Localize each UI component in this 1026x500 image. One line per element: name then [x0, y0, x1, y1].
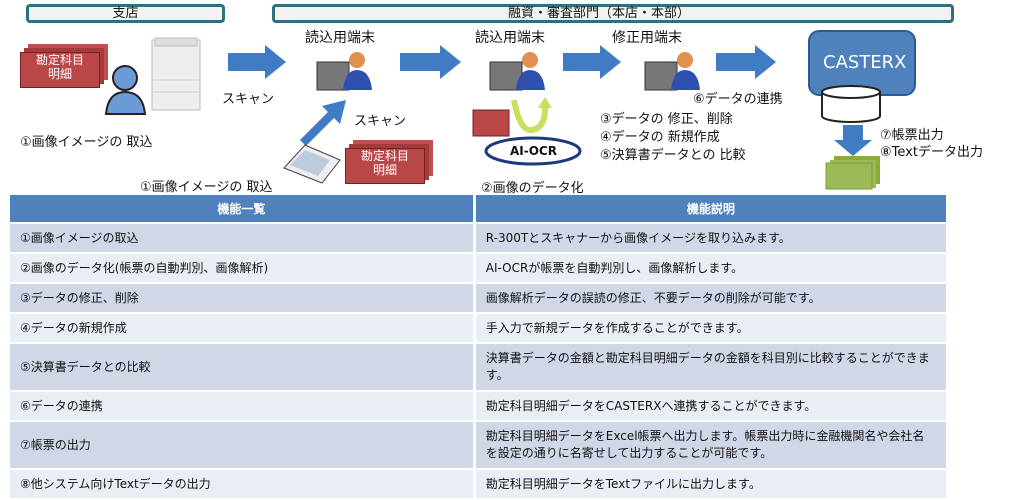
- step5-label: ⑤決算書データとの 比較: [600, 148, 746, 163]
- column-header-function: 機能一覧: [10, 195, 473, 222]
- function-description-cell: 画像解析データの誤読の修正、不要データの削除が可能です。: [475, 284, 946, 312]
- function-description-cell: 勘定科目明細データをCASTERXへ連携することができます。: [475, 392, 946, 420]
- arrow-icon: [716, 45, 776, 79]
- ocr-cycle-arrow-icon: [511, 99, 548, 134]
- table-row: ⑦帳票の出力勘定科目明細データをExcel帳票へ出力します。帳票出力時に金融機関…: [10, 422, 946, 468]
- function-description-cell: 手入力で新規データを作成することができます。: [475, 314, 946, 342]
- casterx-label: CASTERX: [823, 52, 907, 73]
- arrow-icon: [400, 45, 461, 79]
- table-row: ④データの新規作成手入力で新規データを作成することができます。: [10, 314, 946, 342]
- pc-user-icon: [644, 52, 700, 91]
- table-row: ⑧他システム向けTextデータの出力勘定科目明細データをTextファイルに出力し…: [10, 470, 946, 498]
- table-row: ⑤決算書データとの比較決算書データの金額と勘定科目明細データの金額を科目別に比較…: [10, 344, 946, 390]
- step8-label: ⑧Textデータ出力: [880, 145, 983, 160]
- step1-label: ①画像イメージの 取込: [20, 135, 153, 150]
- terminal-read-label: 読込用端末: [475, 30, 545, 46]
- pc-user-icon: [316, 52, 372, 91]
- account-detail-document: 勘定科目明細: [345, 148, 425, 184]
- column-header-description: 機能説明: [475, 195, 946, 222]
- ai-ocr-ellipse: [484, 136, 582, 166]
- scan-label: スキャン: [354, 114, 407, 129]
- dept-label: 融資・審査部門（本店・本部）: [508, 6, 691, 21]
- terminal-read-label: 読込用端末: [305, 30, 375, 46]
- table-row: ⑥データの連携勘定科目明細データをCASTERXへ連携することができます。: [10, 392, 946, 420]
- step2-label: ②画像のデータ化: [481, 181, 584, 196]
- arrow-icon: [228, 45, 286, 79]
- function-name-cell: ②画像のデータ化(帳票の自動判別、画像解析): [10, 254, 473, 282]
- function-description-cell: AI-OCRが帳票を自動判別し、画像解析します。: [475, 254, 946, 282]
- function-name-cell: ③データの修正、削除: [10, 284, 473, 312]
- function-name-cell: ⑧他システム向けTextデータの出力: [10, 470, 473, 498]
- dept-header: 融資・審査部門（本店・本部）: [272, 4, 954, 23]
- flow-graphics: [104, 30, 916, 190]
- database-icon: [821, 85, 881, 123]
- scan-label: スキャン: [222, 92, 275, 107]
- account-detail-document: 勘定科目明細: [20, 52, 100, 88]
- function-name-cell: ⑤決算書データとの比較: [10, 344, 473, 390]
- branch-header: 支店: [26, 4, 225, 23]
- pc-user-icon: [489, 52, 545, 91]
- branch-label: 支店: [112, 6, 139, 21]
- person-icon: [104, 65, 147, 115]
- function-name-cell: ④データの新規作成: [10, 314, 473, 342]
- function-name-cell: ⑥データの連携: [10, 392, 473, 420]
- ai-ocr-label: AI-OCR: [510, 144, 557, 158]
- step4-label: ④データの 新規作成: [600, 130, 720, 145]
- output-documents-icon: [825, 156, 880, 190]
- copier-icon: [151, 37, 201, 111]
- terminal-edit-label: 修正用端末: [612, 30, 682, 46]
- scanner-icon: [283, 144, 341, 184]
- step7-label: ⑦帳票出力: [880, 128, 944, 143]
- table-row: ②画像のデータ化(帳票の自動判別、画像解析)AI-OCRが帳票を自動判別し、画像…: [10, 254, 946, 282]
- function-name-cell: ①画像イメージの取込: [10, 224, 473, 252]
- arrow-icon: [563, 45, 621, 79]
- arrow-icons: [228, 45, 872, 156]
- function-description-cell: R-300Tとスキャナーから画像イメージを取り込みます。: [475, 224, 946, 252]
- step1-label: ①画像イメージの 取込: [140, 180, 273, 195]
- arrow-icon: [834, 125, 872, 156]
- function-name-cell: ⑦帳票の出力: [10, 422, 473, 468]
- document-icon: [472, 109, 510, 137]
- step3-label: ③データの 修正、削除: [600, 112, 733, 127]
- function-description-cell: 決算書データの金額と勘定科目明細データの金額を科目別に比較することができます。: [475, 344, 946, 390]
- step6-label: ⑥データの連携: [693, 92, 783, 107]
- arrow-icon: [300, 100, 346, 146]
- function-description-cell: 勘定科目明細データをExcel帳票へ出力します。帳票出力時に金融機関名や会社名を…: [475, 422, 946, 468]
- table-row: ③データの修正、削除画像解析データの誤読の修正、不要データの削除が可能です。: [10, 284, 946, 312]
- function-description-cell: 勘定科目明細データをTextファイルに出力します。: [475, 470, 946, 498]
